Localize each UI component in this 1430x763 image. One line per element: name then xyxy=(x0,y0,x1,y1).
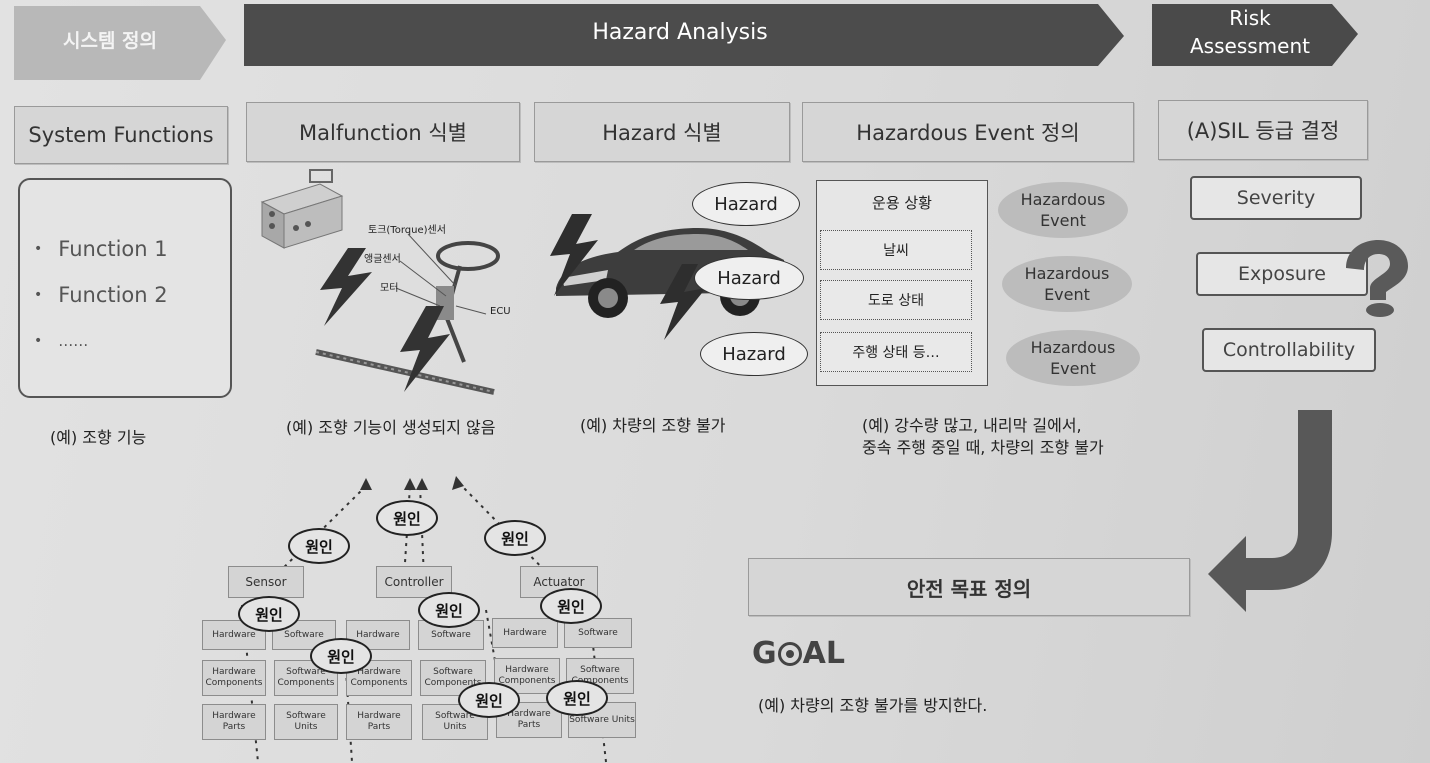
tree-node-sw-units: Software Units xyxy=(274,704,338,740)
goal-logo: G AL xyxy=(752,636,845,671)
safety-goal-box: 안전 목표 정의 xyxy=(748,558,1190,616)
cause-oval: 원인 xyxy=(238,596,300,632)
fault-lightning-icon xyxy=(660,264,706,340)
label-torque-sensor: 토크(Torque)센서 xyxy=(368,225,446,236)
cause-oval: 원인 xyxy=(310,638,372,674)
ecu-box-icon xyxy=(260,169,344,249)
tree-node-sensor: Sensor xyxy=(228,566,304,598)
steering-system-illustration xyxy=(260,169,500,395)
target-icon xyxy=(777,641,802,666)
cause-oval: 원인 xyxy=(540,588,602,624)
header-sil: (A)SIL 등급 결정 xyxy=(1158,100,1368,160)
fault-lightning-icon xyxy=(550,214,598,296)
tree-node-hw-components: Hardware Components xyxy=(494,658,560,694)
cause-oval: 원인 xyxy=(484,520,546,556)
tree-node-hw-components: Hardware Components xyxy=(202,660,266,696)
header-hazardous-event: Hazardous Event 정의 xyxy=(802,102,1134,162)
example-goal: (예) 차량의 조향 불가를 방지한다. xyxy=(758,696,988,715)
label-angle-sensor: 앵글센서 xyxy=(364,254,401,265)
tree-node-hardware: Hardware xyxy=(492,618,558,648)
function-item: Function 2 xyxy=(34,272,167,318)
banner-system-shape xyxy=(14,6,226,80)
banner-risk-shape xyxy=(1152,4,1358,66)
example-event-line-2: 중속 주행 중일 때, 차량의 조향 불가 xyxy=(862,438,1104,457)
hazard-oval-3: Hazard xyxy=(700,332,808,376)
cause-oval: 원인 xyxy=(418,592,480,628)
example-event-line-1: (예) 강수량 많고, 내리막 길에서, xyxy=(862,416,1082,435)
example-system: (예) 조향 기능 xyxy=(50,428,147,447)
tree-node-hw-components: Hardware Components xyxy=(346,660,412,696)
example-hazard: (예) 차량의 조향 불가 xyxy=(580,416,726,435)
banner-system-label: 시스템 정의 xyxy=(62,30,157,52)
tree-node-sw-components: Software Components xyxy=(274,660,338,696)
fault-lightning-icon xyxy=(400,306,450,392)
tree-node-controller: Controller xyxy=(376,566,452,598)
factor-controllability: Controllability xyxy=(1202,328,1376,372)
label-motor: 모터 xyxy=(380,283,399,294)
header-hazard: Hazard 식별 xyxy=(534,102,790,162)
flow-arrow-to-goal xyxy=(1208,410,1332,612)
cause-oval: 원인 xyxy=(546,680,608,716)
banner-arrows xyxy=(14,4,1358,80)
function-list: Function 1 Function 2 …… xyxy=(34,226,168,364)
banner-risk-label-1: Risk xyxy=(1229,6,1271,30)
banner-risk-label-2: Assessment xyxy=(1190,34,1310,58)
factor-severity: Severity xyxy=(1190,176,1362,220)
situation-driving: 주행 상태 등… xyxy=(820,332,972,372)
banner-hazard-shape xyxy=(244,4,1124,66)
situation-weather: 날씨 xyxy=(820,230,972,270)
label-ecu: ECU xyxy=(490,306,511,317)
banner-hazard-label: Hazard Analysis xyxy=(592,20,768,45)
situation-road: 도로 상태 xyxy=(820,280,972,320)
tree-node-hw-parts: Hardware Parts xyxy=(202,704,266,740)
example-malfunction: (예) 조향 기능이 생성되지 않음 xyxy=(286,418,496,437)
header-malfunction: Malfunction 식별 xyxy=(246,102,520,162)
function-item: …… xyxy=(34,318,168,364)
function-item: Function 1 xyxy=(34,226,167,272)
factor-exposure: Exposure xyxy=(1196,252,1368,296)
tree-node-hw-parts: Hardware Parts xyxy=(346,704,412,740)
cause-oval: 원인 xyxy=(288,528,350,564)
header-system-functions: System Functions xyxy=(14,106,228,164)
cause-oval: 원인 xyxy=(458,682,520,718)
cause-oval: 원인 xyxy=(376,500,438,536)
hazard-oval-2: Hazard xyxy=(694,256,804,300)
hazard-oval-1: Hazard xyxy=(692,182,800,226)
question-mark-icon xyxy=(1346,240,1408,317)
fault-lightning-icon xyxy=(320,248,372,326)
situation-title: 운용 상황 xyxy=(872,194,932,212)
